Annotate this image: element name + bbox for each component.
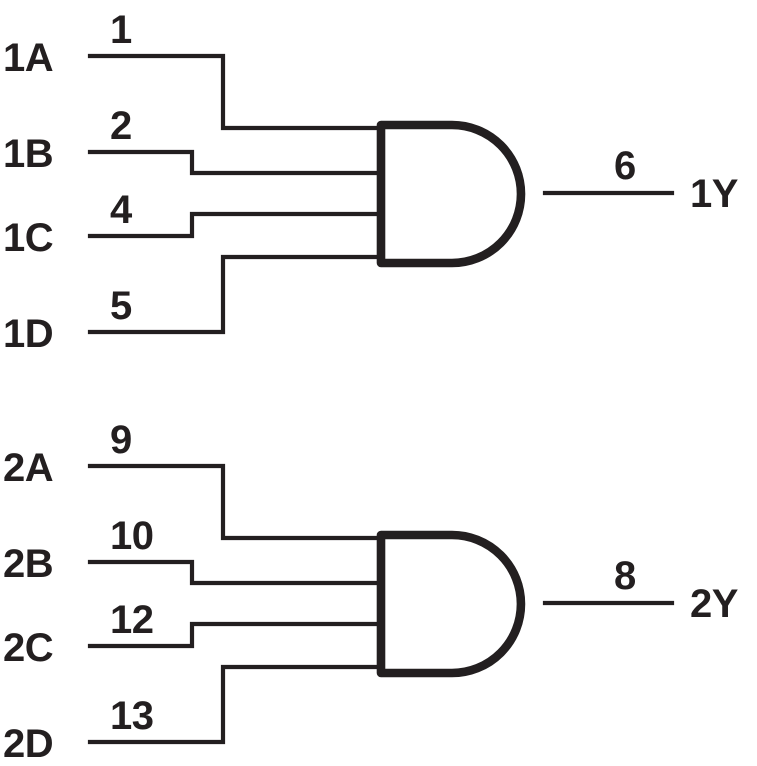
pin-number-1Y: 6 (614, 144, 636, 188)
wire-2D (87, 664, 387, 745)
wire-1A (87, 53, 387, 131)
gate-1-group (87, 53, 675, 335)
port-label-2B: 2B (3, 542, 54, 586)
pin-number-2C: 12 (110, 598, 154, 642)
port-label-1C: 1C (3, 216, 54, 260)
port-label-1B: 1B (3, 132, 54, 176)
wire-1D (87, 254, 387, 335)
pin-number-1D: 5 (110, 284, 132, 328)
pin-number-2A: 9 (110, 418, 132, 462)
wire-2C (87, 621, 387, 649)
pin-number-1A: 1 (110, 8, 132, 52)
pin-number-2B: 10 (110, 514, 154, 558)
port-label-2Y: 2Y (690, 582, 738, 626)
wire-2B (87, 559, 387, 586)
pin-number-2D: 13 (110, 694, 154, 738)
wire-1B (87, 149, 387, 176)
pin-number-2Y: 8 (614, 554, 636, 598)
gate-2-group (87, 463, 675, 745)
port-label-1A: 1A (3, 36, 54, 80)
and-gate-2-body (376, 530, 526, 678)
port-label-2C: 2C (3, 626, 54, 670)
pin-number-1B: 2 (110, 104, 132, 148)
port-label-2D: 2D (3, 722, 54, 766)
wire-2A (87, 463, 387, 541)
pin-number-1C: 4 (110, 188, 132, 232)
port-label-2A: 2A (3, 446, 54, 490)
and-gate-1-body (376, 120, 526, 268)
port-label-1Y: 1Y (690, 172, 738, 216)
port-label-1D: 1D (3, 312, 54, 356)
wire-1C (87, 211, 387, 239)
